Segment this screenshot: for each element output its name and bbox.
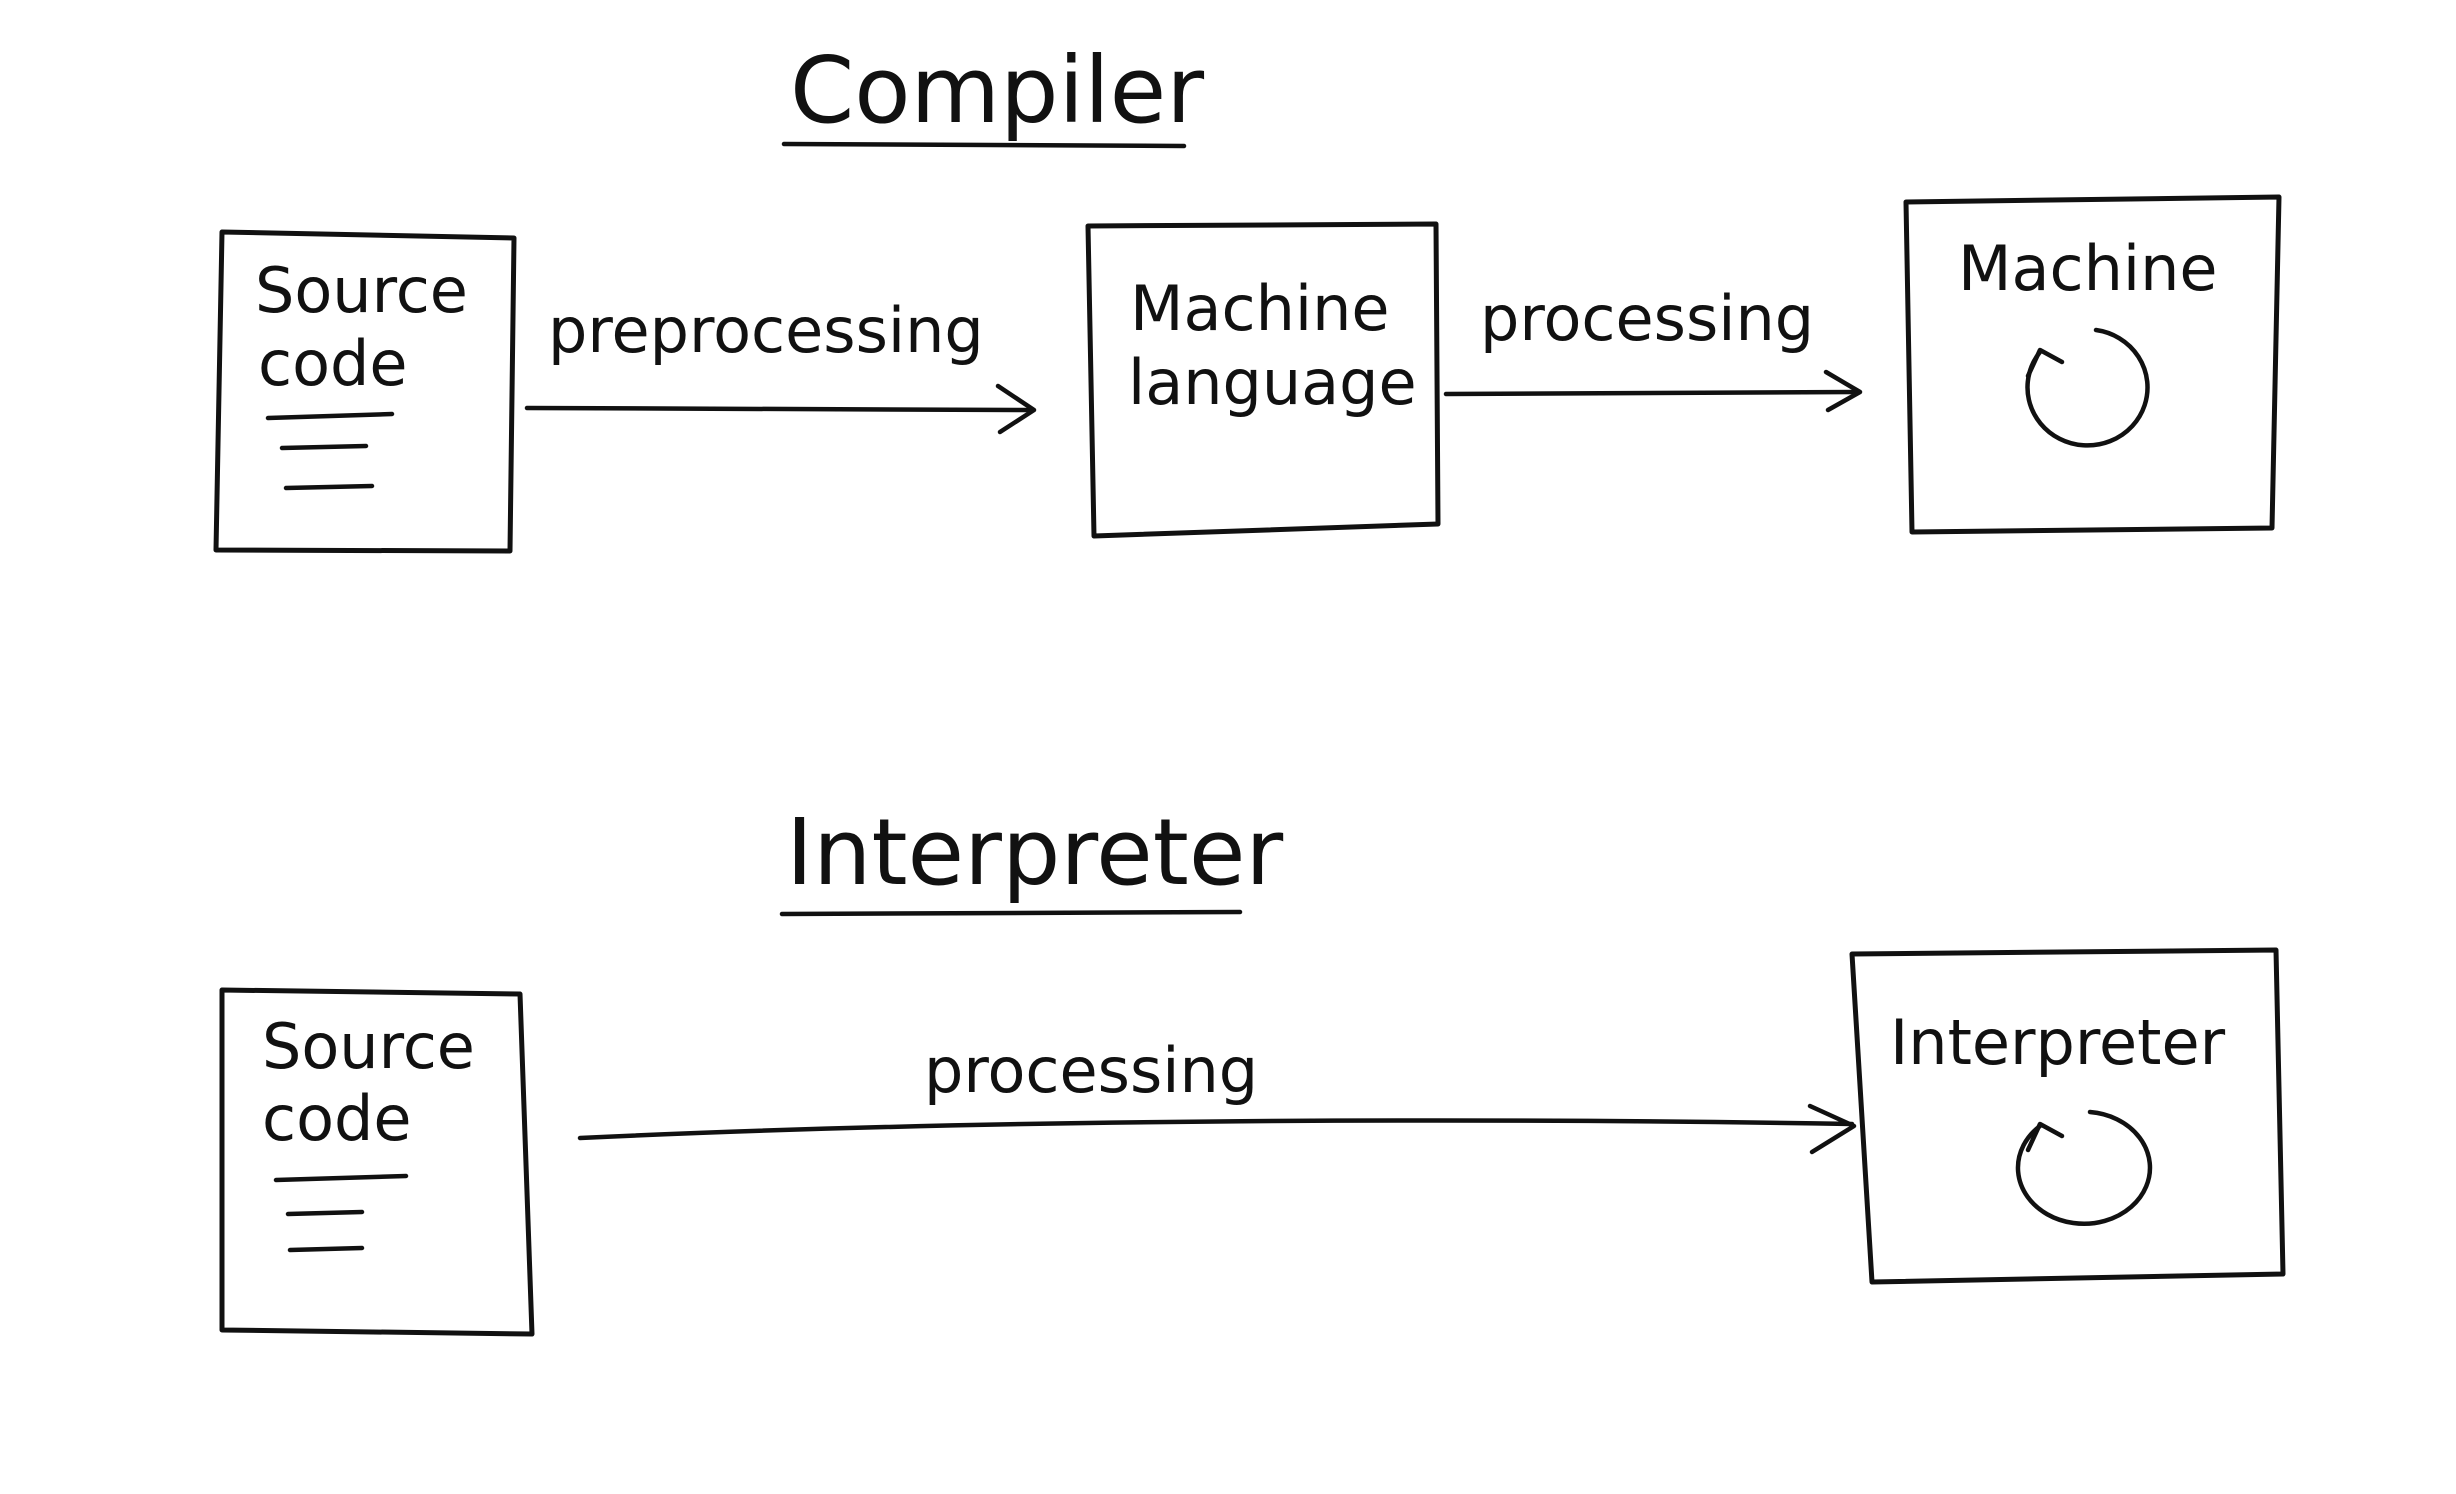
interpreter-title-underline <box>779 909 1243 917</box>
source-code-label-line2: code <box>258 327 408 400</box>
interpreter-box: Interpreter <box>1849 947 2286 1285</box>
arrow-head-icon <box>1807 1103 1857 1155</box>
interpreter-title: Interpreter <box>786 799 1283 906</box>
cycle-icon <box>2015 1109 2153 1227</box>
machine-label: Machine <box>1958 232 2218 305</box>
processing-label: processing <box>924 1034 1258 1107</box>
text-lines-icon <box>265 411 395 491</box>
preprocessing-label: preprocessing <box>548 294 984 367</box>
arrow-head-icon <box>995 383 1037 435</box>
text-lines-icon <box>273 1173 409 1253</box>
processing-arrow: processing <box>577 1034 1857 1155</box>
compiler-title: Compiler <box>790 37 1204 144</box>
source-code-label-line1: Source <box>255 254 468 327</box>
preprocessing-arrow: preprocessing <box>524 294 1037 435</box>
interpreter-section: Interpreter Source code processing Inter… <box>219 799 2286 1337</box>
interpreter-source-code-box: Source code <box>219 987 535 1337</box>
machine-language-label-line1: Machine <box>1130 272 1390 345</box>
source-code-label-line2: code <box>262 1082 412 1155</box>
compiler-section: Compiler Source code preprocessing Machi… <box>213 37 2282 554</box>
machine-language-label-line2: language <box>1128 346 1417 419</box>
interpreter-label: Interpreter <box>1890 1006 2226 1079</box>
processing-arrow: processing <box>1443 282 1863 413</box>
cycle-icon <box>2025 327 2150 448</box>
source-code-label-line1: Source <box>262 1010 475 1083</box>
compiler-title-underline <box>781 141 1187 149</box>
machine-box: Machine <box>1903 194 2282 535</box>
compiler-source-code-box: Source code <box>213 229 517 554</box>
processing-label: processing <box>1480 282 1814 355</box>
arrow-head-icon <box>1823 369 1863 413</box>
machine-language-box: Machine language <box>1085 221 1441 539</box>
